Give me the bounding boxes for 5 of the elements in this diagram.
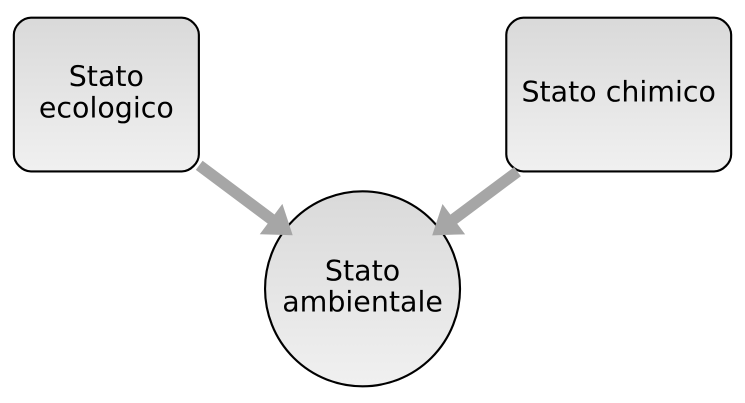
arrow xyxy=(432,166,521,235)
arrow xyxy=(196,160,293,235)
node-circle: Stato ambientale xyxy=(264,190,462,387)
node-box: Stato chimico xyxy=(505,16,732,172)
node-box: Stato ecologico xyxy=(12,16,200,172)
